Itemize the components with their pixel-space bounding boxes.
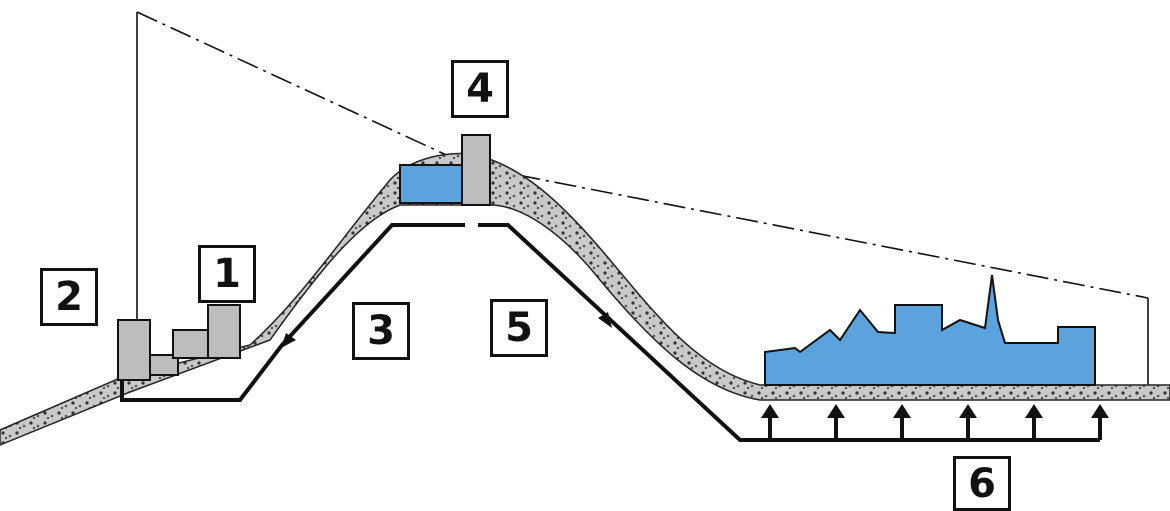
label-2: 2 <box>40 268 98 326</box>
label-4: 4 <box>451 60 509 118</box>
label-5: 5 <box>490 299 548 357</box>
intake-sump <box>149 354 179 376</box>
label-1: 1 <box>198 245 256 303</box>
control-chamber <box>461 134 491 206</box>
gravity-main-pipe <box>478 223 1100 442</box>
gravity-main-arrow <box>598 312 612 328</box>
gradient-line-right <box>481 167 1149 299</box>
label-3: 3 <box>352 302 410 360</box>
pumping-station-tower <box>207 304 241 359</box>
pumping-station-building <box>172 329 210 359</box>
hilltop-reservoir <box>399 164 463 204</box>
rising-main-pipe <box>120 223 465 402</box>
intake-structure <box>117 319 151 381</box>
rising-main-arrow <box>281 333 296 348</box>
distribution-network <box>761 404 1109 440</box>
town-silhouette <box>764 274 1096 386</box>
label-6: 6 <box>953 456 1011 511</box>
gradient-line-left <box>136 11 469 166</box>
ground-profile <box>0 152 1170 446</box>
